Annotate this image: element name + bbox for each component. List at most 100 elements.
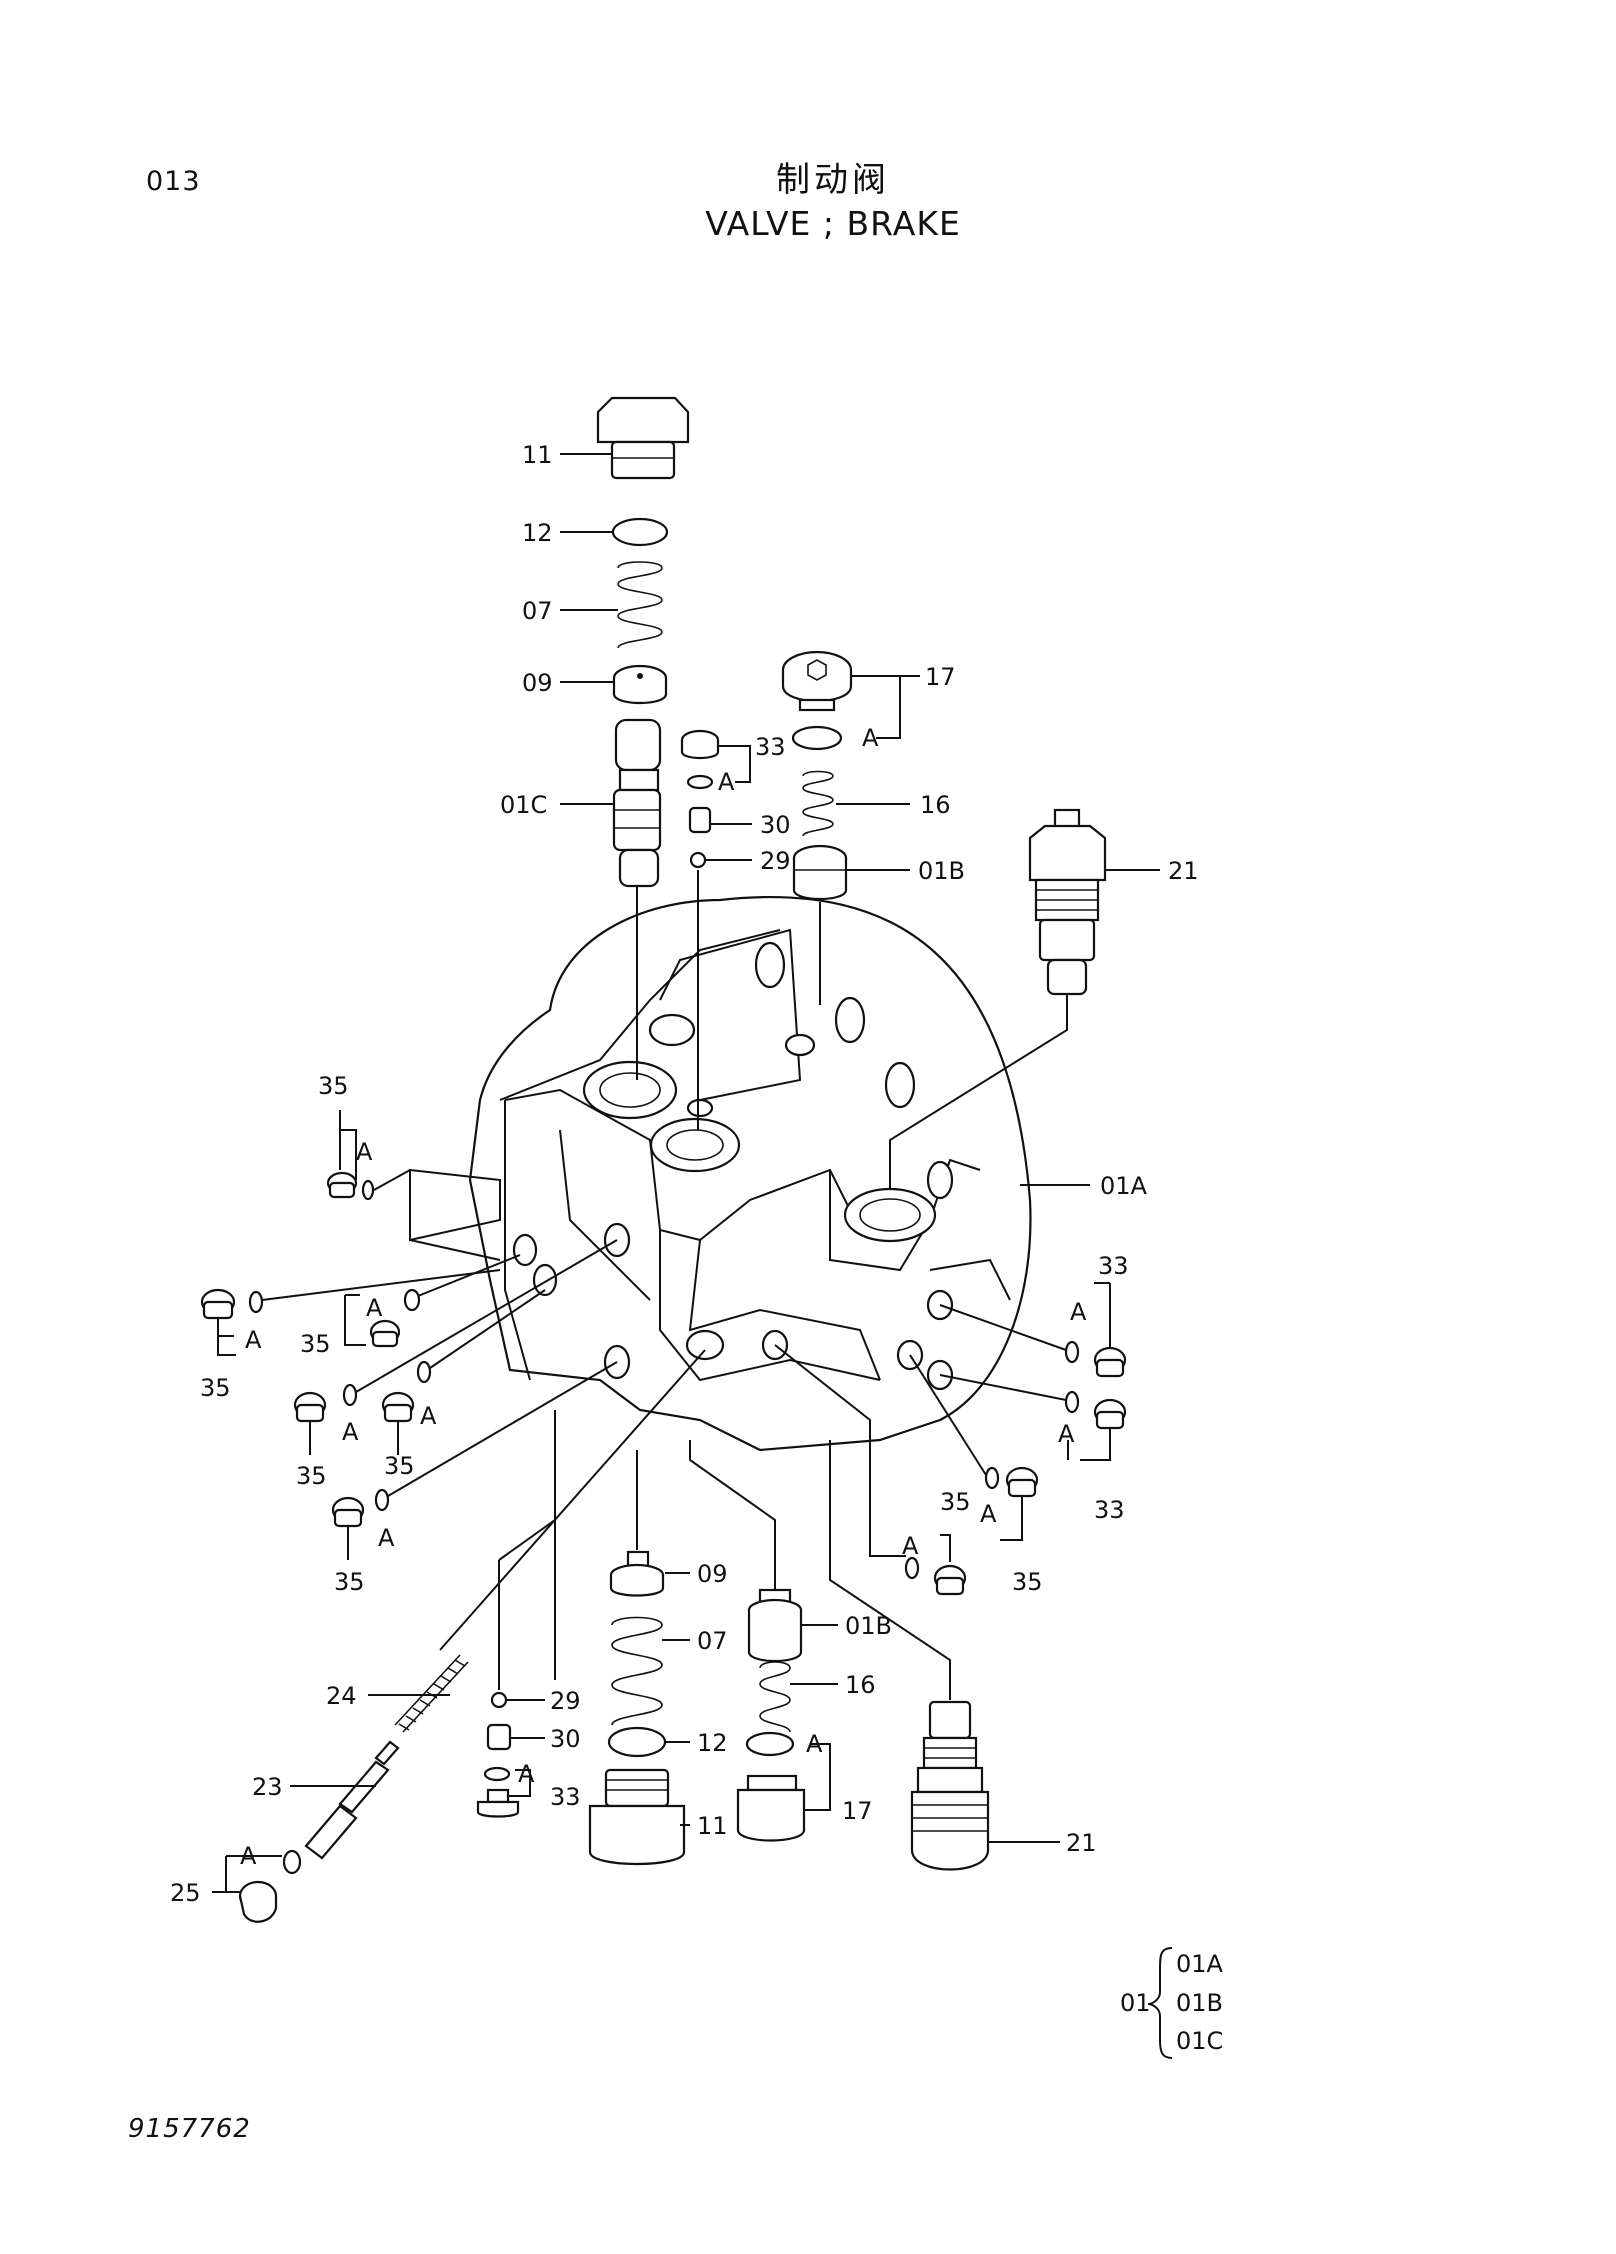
plug-35-a — [326, 1171, 358, 1199]
callout-35-g: 35 — [940, 1488, 971, 1516]
plug-17-top — [781, 650, 853, 712]
spool-01C — [612, 718, 662, 888]
o-ring-33-top — [686, 774, 714, 790]
seal-marker: A — [245, 1326, 262, 1354]
callout-07-bot: 07 — [697, 1627, 728, 1655]
callout-07-top: 07 — [522, 597, 553, 625]
callout-21-top: 21 — [1168, 857, 1199, 885]
seal-marker: A — [806, 1730, 823, 1758]
callout-01B-bot: 01B — [845, 1612, 892, 1640]
assembly-legend: 01 01A 01B 01C — [1120, 1947, 1224, 2059]
o-ring-17-bot — [745, 1731, 795, 1757]
o-ring-25 — [282, 1849, 302, 1875]
valve-01B-top — [792, 844, 848, 900]
callout-35-b: 35 — [200, 1374, 231, 1402]
callout-35-h: 35 — [1012, 1568, 1043, 1596]
callout-09-bot: 09 — [697, 1560, 728, 1588]
seal-marker: A — [862, 724, 879, 752]
document-number: 9157762 — [128, 2114, 251, 2144]
callout-23: 23 — [252, 1773, 283, 1801]
page-code: 013 — [146, 166, 201, 197]
callout-25: 25 — [170, 1879, 201, 1907]
valve-body-01A — [468, 896, 1032, 1452]
plug-33-left — [369, 1319, 401, 1348]
callout-11-bot: 11 — [697, 1812, 728, 1840]
callout-29-top: 29 — [760, 847, 791, 875]
plug-33-r2 — [1093, 1398, 1127, 1430]
legend-brace — [1147, 1947, 1173, 2059]
callout-21-bot: 21 — [1066, 1829, 1097, 1857]
callout-17-top: 17 — [925, 663, 956, 691]
title-english: VALVE ; BRAKE — [705, 204, 961, 243]
plug-35-f — [1005, 1466, 1039, 1498]
plug-11-top — [596, 396, 690, 480]
seal-marker: A — [1058, 1420, 1075, 1448]
callout-33-r1: 33 — [1098, 1252, 1129, 1280]
leader-lines — [212, 453, 1160, 1893]
callout-labels: 11 12 07 09 01C 17 33 30 29 16 01B 21 01… — [170, 441, 1199, 1907]
callout-33-top: 33 — [755, 733, 786, 761]
o-ring-12-top — [611, 517, 669, 547]
plug-17-bot — [736, 1774, 806, 1842]
plug-35-c — [293, 1391, 327, 1423]
callout-01A: 01A — [1100, 1172, 1148, 1200]
seal-markers: A A A A A A A A A A A A A A A — [240, 724, 1087, 1870]
spring-24 — [394, 1654, 469, 1733]
relief-valve-21-top — [1028, 808, 1107, 996]
seal-marker: A — [378, 1524, 395, 1552]
plug-33-r1 — [1093, 1346, 1127, 1378]
seal-marker: A — [718, 768, 735, 796]
plug-35-g — [933, 1564, 967, 1596]
seal-marker: A — [366, 1294, 383, 1322]
relief-valve-21-bot — [910, 1700, 990, 1871]
callout-01B-top: 01B — [918, 857, 965, 885]
callout-09-top: 09 — [522, 669, 553, 697]
callout-16-bot: 16 — [845, 1671, 876, 1699]
stopper-09-bot — [609, 1550, 665, 1597]
spring-07-bot — [611, 1616, 663, 1726]
callout-29-bot: 29 — [550, 1687, 581, 1715]
seal-marker: A — [420, 1402, 437, 1430]
seal-marker: A — [518, 1760, 535, 1788]
legend-item: 01A — [1176, 1950, 1224, 1978]
callout-24: 24 — [326, 1682, 357, 1710]
valve-01B-bot — [747, 1588, 803, 1662]
spool-23 — [304, 1740, 400, 1860]
seal-marker: A — [342, 1418, 359, 1446]
callout-11-top: 11 — [522, 441, 553, 469]
plug-35-b — [200, 1288, 236, 1320]
callout-12-bot: 12 — [697, 1729, 728, 1757]
screw-30-top — [688, 806, 712, 834]
o-ring-33-bot — [483, 1766, 511, 1782]
callout-35-e: 35 — [384, 1452, 415, 1480]
callout-33-bot: 33 — [550, 1783, 581, 1811]
plug-33-top — [680, 729, 720, 760]
callout-35-a: 35 — [318, 1072, 349, 1100]
o-ring-12-bot — [607, 1726, 667, 1758]
ball-29-bot — [490, 1691, 508, 1709]
seal-marker: A — [1070, 1298, 1087, 1326]
plug-35-d — [381, 1391, 415, 1423]
callout-16-top: 16 — [920, 791, 951, 819]
screw-30-bot — [486, 1723, 512, 1751]
spring-16-bot — [759, 1661, 791, 1733]
plug-33-bot — [476, 1788, 520, 1818]
plug-35-e — [331, 1496, 365, 1528]
seal-marker: A — [980, 1500, 997, 1528]
callout-17-bot: 17 — [842, 1797, 873, 1825]
legend-item: 01B — [1176, 1989, 1223, 2017]
spring-16-top — [802, 770, 834, 837]
legend-group-label: 01 — [1120, 1989, 1151, 2017]
plug-11-bot — [588, 1768, 686, 1866]
callout-30-bot: 30 — [550, 1725, 581, 1753]
callout-35-f: 35 — [334, 1568, 365, 1596]
callout-35-d: 35 — [296, 1462, 327, 1490]
callout-35-c: 35 — [300, 1330, 331, 1358]
plug-25 — [238, 1880, 278, 1923]
title-chinese: 制动阀 — [776, 160, 890, 200]
stopper-09-top — [612, 664, 668, 704]
spring-07-top — [617, 561, 663, 649]
ball-29-top — [689, 851, 707, 869]
callout-33-r2: 33 — [1094, 1496, 1125, 1524]
